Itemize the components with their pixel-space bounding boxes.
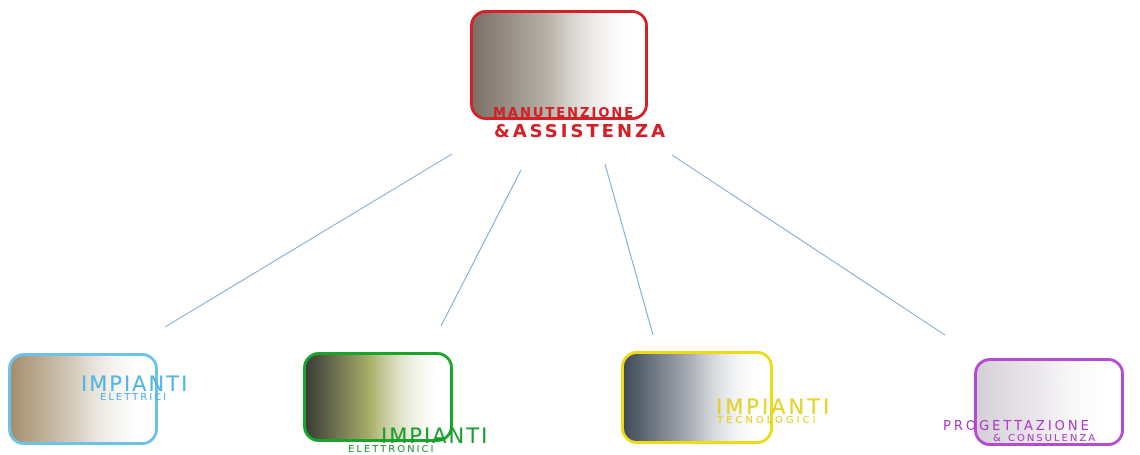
root-subtitle: &ASSISTENZA (494, 121, 669, 142)
design-photo (974, 358, 1124, 446)
node-subtitle: TECNOLOGICI (717, 415, 819, 426)
node-title: IMPIANTI (381, 424, 490, 448)
node-subtitle: ELETTRICI (100, 392, 169, 403)
node-title: IMPIANTI (716, 395, 833, 419)
root-node-manutenzione[interactable]: MANUTENZIONE &ASSISTENZA (468, 10, 728, 145)
electronics-photo (303, 352, 453, 442)
node-impianti-elettronici[interactable]: IMPIANTI ELETTRONICI (303, 352, 543, 455)
node-impianti-tecnologici[interactable]: IMPIANTI TECNOLOGICI (621, 351, 871, 451)
connector-elettronici (440, 169, 522, 327)
node-subtitle: & CONSULENZA (993, 433, 1098, 444)
node-title: PROGETTAZIONE (943, 419, 1092, 434)
root-title: MANUTENZIONE (493, 106, 636, 121)
technology-photo (621, 351, 773, 444)
node-progettazione[interactable]: PROGETTAZIONE & CONSULENZA (940, 358, 1140, 453)
maintenance-photo (470, 10, 648, 120)
electrical-photo (8, 353, 158, 445)
connector-progettazione (671, 154, 946, 336)
connector-tecnologici (604, 163, 654, 336)
node-title: IMPIANTI (81, 372, 190, 396)
node-impianti-elettrici[interactable]: IMPIANTI ELETTRICI (8, 350, 238, 450)
node-subtitle: ELETTRONICI (348, 444, 436, 455)
connector-elettrici (164, 153, 453, 328)
